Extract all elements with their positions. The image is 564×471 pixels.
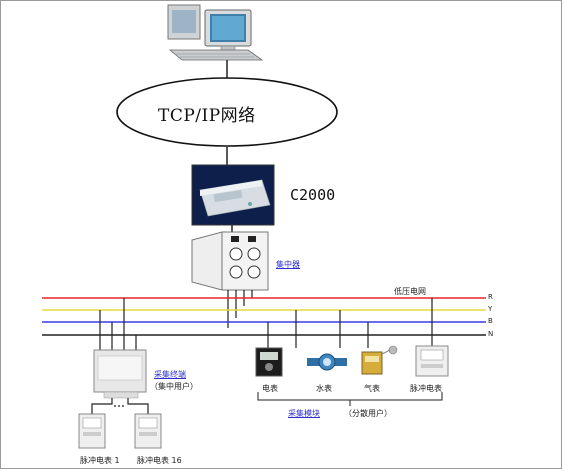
module-sublabel: （分散用户） [344, 409, 392, 418]
collector-terminal-icon [93, 349, 147, 399]
gas-meter-icon [361, 345, 398, 375]
device-label: C2000 [290, 186, 336, 204]
network-label: TCP/IP网络 [158, 106, 256, 126]
power-lines [42, 297, 486, 336]
pulse-meter-16-label: 脉冲电表 16 [137, 456, 182, 465]
gas-meter-label: 气表 [364, 384, 380, 393]
electric-meter-icon [255, 347, 283, 377]
right-meter-drops [267, 298, 433, 348]
concentrator-icon [191, 231, 269, 291]
pulse-meter-16-icon [134, 413, 162, 449]
computer-icon [167, 4, 264, 61]
pulse-meter-right-icon [415, 345, 449, 377]
phase-b-label: B [488, 317, 493, 325]
phase-n-label: N [488, 330, 494, 338]
collector-label[interactable]: 采集终端 [154, 370, 186, 379]
phase-r-label: R [488, 293, 493, 301]
collector-drops [99, 298, 137, 350]
electric-meter-label: 电表 [262, 384, 278, 393]
module-label[interactable]: 采集模块 [288, 409, 320, 418]
pulse-meter-1-icon [78, 413, 106, 449]
water-meter-icon [307, 353, 347, 371]
water-meter-label: 水表 [316, 384, 332, 393]
pulse-meter-right-label: 脉冲电表 [410, 384, 442, 393]
collector-meter-links [91, 398, 149, 414]
phase-y-label: Y [488, 305, 493, 313]
c2000-device-icon [191, 164, 275, 226]
grid-label: 低压电网 [394, 287, 426, 296]
concentrator-label[interactable]: 集中器 [276, 260, 300, 269]
pulse-meter-1-label: 脉冲电表 1 [80, 456, 120, 465]
collector-sublabel: （集中用户） [150, 382, 198, 391]
network-ellipse [116, 77, 338, 147]
